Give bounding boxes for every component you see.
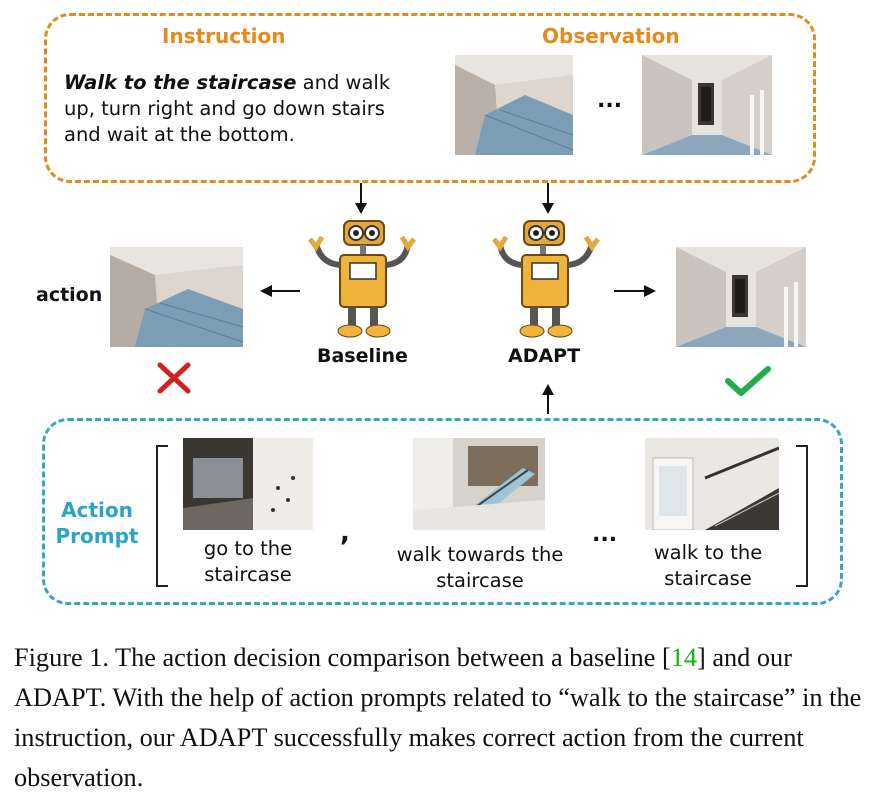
prompt-image-2 bbox=[413, 438, 545, 530]
caption-part1: Figure 1. The action decision comparison… bbox=[14, 643, 671, 672]
action-prompt-header: Action Prompt bbox=[52, 497, 142, 549]
observation-header: Observation bbox=[542, 24, 680, 48]
caption-part2: ] and our ADAPT. With the help of action… bbox=[14, 643, 862, 792]
prompt-text-2-line2: staircase bbox=[436, 569, 524, 592]
action-label: action bbox=[36, 284, 103, 306]
right-arrow bbox=[614, 285, 656, 297]
caption-citation-link[interactable]: 14 bbox=[670, 643, 698, 672]
prompt-image-3 bbox=[645, 438, 779, 530]
left-arrow bbox=[260, 285, 300, 297]
left-bracket bbox=[156, 445, 168, 587]
baseline-robot-icon bbox=[308, 220, 416, 338]
correct-check-icon bbox=[725, 366, 771, 396]
wrong-cross-icon bbox=[157, 362, 191, 394]
prompt-text-3-line1: walk to the bbox=[653, 541, 763, 564]
prompt-text-1-line2: staircase bbox=[204, 563, 292, 586]
adapt-robot-icon bbox=[492, 220, 600, 338]
prompt-separator-comma: , bbox=[340, 518, 350, 548]
right-bracket bbox=[796, 445, 808, 587]
up-arrow-adapt bbox=[542, 384, 554, 414]
prompt-text-1-line1: go to the bbox=[203, 537, 293, 560]
prompt-image-1 bbox=[183, 438, 313, 530]
down-arrow-adapt bbox=[542, 183, 554, 214]
observation-image-2 bbox=[642, 55, 772, 155]
prompt-text-3: walk to the staircase bbox=[628, 540, 788, 592]
figure-caption: Figure 1. The action decision comparison… bbox=[14, 638, 882, 798]
down-arrow-baseline bbox=[355, 183, 367, 214]
prompt-text-3-line2: staircase bbox=[664, 567, 752, 590]
observation-ellipsis: ... bbox=[597, 88, 623, 113]
baseline-action-image bbox=[110, 247, 243, 347]
observation-image-1 bbox=[455, 55, 573, 155]
action-prompt-box bbox=[42, 418, 843, 605]
action-prompt-header-line2: Prompt bbox=[55, 524, 139, 548]
prompt-text-2-line1: walk towards the bbox=[396, 543, 564, 566]
instruction-rest: and walk up, turn right and go down stai… bbox=[64, 71, 391, 146]
instruction-header: Instruction bbox=[162, 24, 286, 48]
instruction-text: Walk to the staircase and walk up, turn … bbox=[64, 70, 424, 148]
instruction-observation-box bbox=[44, 13, 816, 183]
adapt-action-image bbox=[676, 247, 806, 347]
prompt-text-2: walk towards the staircase bbox=[390, 542, 570, 594]
instruction-lead: Walk to the staircase bbox=[64, 71, 297, 94]
prompt-ellipsis: ... bbox=[592, 522, 618, 547]
action-prompt-header-line1: Action bbox=[61, 498, 133, 522]
prompt-text-1: go to the staircase bbox=[168, 536, 328, 588]
adapt-label: ADAPT bbox=[508, 345, 581, 367]
baseline-label: Baseline bbox=[317, 345, 408, 367]
